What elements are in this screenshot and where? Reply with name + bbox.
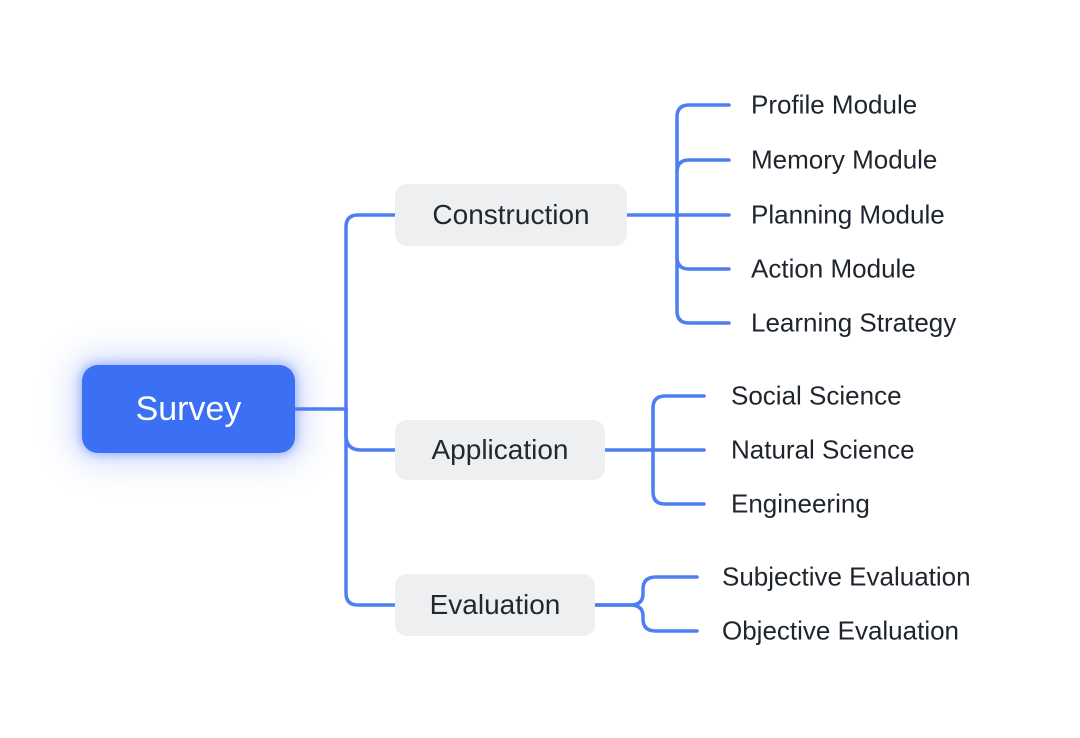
branch-node-label: Application [431, 434, 569, 465]
branch-node-evaluation: Evaluation [395, 574, 595, 636]
branch-node-construction: Construction [395, 184, 627, 246]
leaf-label-profile-module: Profile Module [751, 89, 918, 120]
edge-evaluation-objective [593, 603, 699, 633]
leaf-label-social-science: Social Science [731, 380, 902, 411]
leaf-label-natural-science: Natural Science [731, 434, 915, 465]
branch-node-label: Construction [432, 199, 590, 230]
branch-node-application: Application [395, 420, 605, 480]
leaf-label-objective-evaluation: Objective Evaluation [722, 615, 960, 646]
edge-trunk-construction [344, 213, 398, 411]
leaf-label-engineering: Engineering [731, 488, 870, 519]
edge-construction-profile [675, 103, 731, 217]
edge-trunk-evaluation [344, 407, 398, 607]
edge-trunk-application [344, 407, 398, 452]
leaf-label-action-module: Action Module [751, 253, 916, 284]
root-node-label: Survey [135, 389, 242, 428]
edge-construction-action [675, 255, 731, 271]
leaf-label-planning-module: Planning Module [751, 199, 945, 230]
edge-evaluation-subjective [593, 575, 699, 607]
leaf-label-subjective-evaluation: Subjective Evaluation [722, 561, 971, 592]
edge-application-engineering [651, 448, 706, 506]
root-node-survey: Survey [82, 365, 295, 453]
leaf-label-learning-strategy: Learning Strategy [751, 307, 957, 338]
edge-application-social [651, 394, 706, 452]
leaf-label-memory-module: Memory Module [751, 144, 938, 175]
edge-construction-learning [675, 213, 731, 325]
branch-node-label: Evaluation [429, 589, 561, 620]
edge-construction-memory [675, 158, 731, 174]
